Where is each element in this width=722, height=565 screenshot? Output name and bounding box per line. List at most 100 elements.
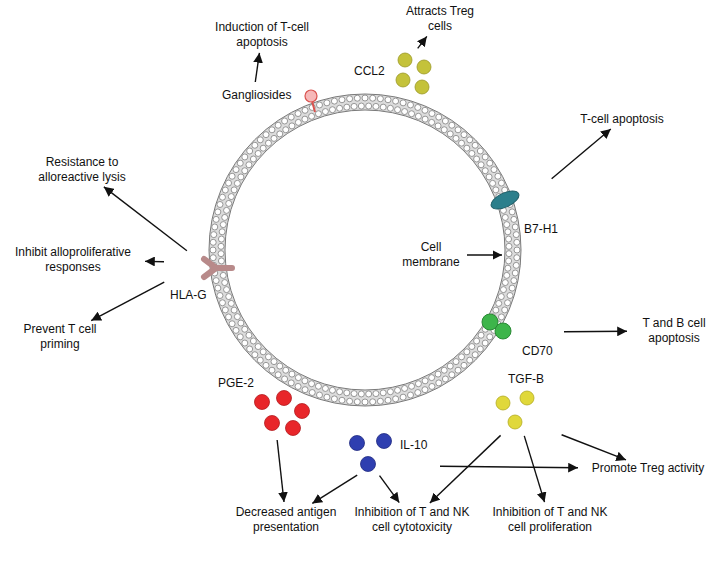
membrane-bead bbox=[370, 399, 376, 405]
effect-text: Resistance to alloreactive lysis bbox=[24, 155, 140, 185]
membrane-bead bbox=[226, 314, 232, 320]
membrane-bead bbox=[238, 320, 244, 326]
membrane-bead bbox=[415, 381, 421, 387]
membrane-bead bbox=[449, 372, 455, 378]
membrane-bead bbox=[400, 394, 406, 400]
membrane-bead bbox=[435, 371, 441, 377]
membrane-bead bbox=[229, 321, 235, 327]
membrane-bead bbox=[509, 285, 515, 291]
membrane-bead bbox=[395, 107, 401, 113]
membrane-bead bbox=[436, 114, 442, 120]
membrane-bead bbox=[247, 148, 253, 154]
membrane-bead bbox=[505, 265, 511, 271]
molecule-label: B7-H1 bbox=[524, 222, 558, 237]
membrane-bead bbox=[502, 307, 508, 313]
membrane-bead bbox=[269, 127, 275, 133]
effect-arrow bbox=[430, 435, 501, 503]
membrane-bead bbox=[393, 98, 399, 104]
membrane-bead bbox=[487, 160, 493, 166]
membrane-bead bbox=[498, 294, 504, 300]
membrane-bead bbox=[271, 359, 277, 365]
tgfb-dots bbox=[496, 391, 534, 429]
molecule-label: CD70 bbox=[522, 344, 553, 359]
membrane-bead bbox=[493, 307, 499, 313]
membrane-bead bbox=[373, 391, 379, 397]
membrane-bead bbox=[455, 367, 461, 373]
membrane-bead bbox=[459, 354, 465, 360]
pge2-dots bbox=[255, 391, 310, 436]
membrane-bead bbox=[295, 375, 301, 381]
membrane-bead bbox=[289, 371, 295, 377]
membrane-bead bbox=[275, 372, 281, 378]
membrane-bead bbox=[218, 251, 224, 257]
membrane-bead bbox=[260, 349, 266, 355]
membrane-bead bbox=[482, 168, 488, 174]
membrane-bead bbox=[224, 207, 230, 213]
membrane-bead bbox=[385, 97, 391, 103]
membrane-bead bbox=[461, 132, 467, 138]
molecule-label: Gangliosides bbox=[222, 88, 291, 103]
membrane-bead bbox=[250, 338, 256, 344]
molecule-label: CCL2 bbox=[354, 64, 385, 79]
membrane-bead bbox=[252, 352, 258, 358]
membrane-bead bbox=[260, 145, 266, 151]
membrane-bead bbox=[224, 287, 230, 293]
effect-arrow bbox=[564, 331, 627, 333]
membrane-bead bbox=[218, 243, 224, 249]
membrane-bead bbox=[337, 105, 343, 111]
membrane-bead bbox=[242, 326, 248, 332]
membrane-bead bbox=[358, 103, 364, 109]
effect-arrow bbox=[418, 36, 427, 48]
effect-text: Decreased antigen presentation bbox=[228, 505, 344, 535]
membrane-bead bbox=[344, 390, 350, 396]
membrane-bead bbox=[491, 167, 497, 173]
membrane-bead bbox=[513, 232, 519, 238]
membrane-bead bbox=[514, 247, 520, 253]
membrane-bead bbox=[509, 209, 515, 215]
membrane-bead bbox=[263, 132, 269, 138]
membrane-bead bbox=[504, 222, 510, 228]
molecule-label: TGF-B bbox=[508, 372, 544, 387]
membrane-bead bbox=[461, 362, 467, 368]
membrane-bead bbox=[482, 340, 488, 346]
membrane-bead bbox=[377, 398, 383, 404]
effect-text: Attracts Treg cells bbox=[395, 4, 485, 34]
membrane-bead bbox=[315, 111, 321, 117]
membrane-bead bbox=[231, 187, 237, 193]
effect-text: Inhibition of T and NK cell cytotoxicity bbox=[344, 505, 480, 535]
membrane-bead bbox=[429, 383, 435, 389]
membrane-bead bbox=[442, 118, 448, 124]
membrane-bead bbox=[250, 156, 256, 162]
membrane-bead bbox=[506, 251, 512, 257]
membrane-bead bbox=[429, 111, 435, 117]
membrane-bead bbox=[385, 397, 391, 403]
membrane-bead bbox=[228, 300, 234, 306]
membrane-bead bbox=[238, 174, 244, 180]
molecule-node: HLA-G bbox=[166, 252, 238, 304]
effect-text: T-cell apoptosis bbox=[565, 112, 679, 127]
membrane-bead bbox=[219, 300, 225, 306]
membrane-bead bbox=[242, 168, 248, 174]
membrane-bead bbox=[252, 142, 258, 148]
membrane-bead bbox=[514, 239, 520, 245]
membrane-bead bbox=[309, 113, 315, 119]
membrane-bead bbox=[493, 187, 499, 193]
membrane-bead bbox=[210, 247, 216, 253]
membrane-bead bbox=[477, 346, 483, 352]
membrane-bead bbox=[502, 214, 508, 220]
membrane-bead bbox=[211, 232, 217, 238]
membrane-bead bbox=[210, 255, 216, 261]
membrane-bead bbox=[511, 216, 517, 222]
membrane-bead bbox=[257, 357, 263, 363]
membrane-bead bbox=[495, 173, 501, 179]
membrane-bead bbox=[277, 131, 283, 137]
effect-arrow bbox=[380, 476, 400, 503]
membrane-bead bbox=[512, 270, 518, 276]
membrane-bead bbox=[500, 287, 506, 293]
membrane-bead bbox=[395, 387, 401, 393]
membrane-bead bbox=[472, 352, 478, 358]
membrane-bead bbox=[498, 180, 504, 186]
effect-arrow bbox=[552, 129, 611, 179]
